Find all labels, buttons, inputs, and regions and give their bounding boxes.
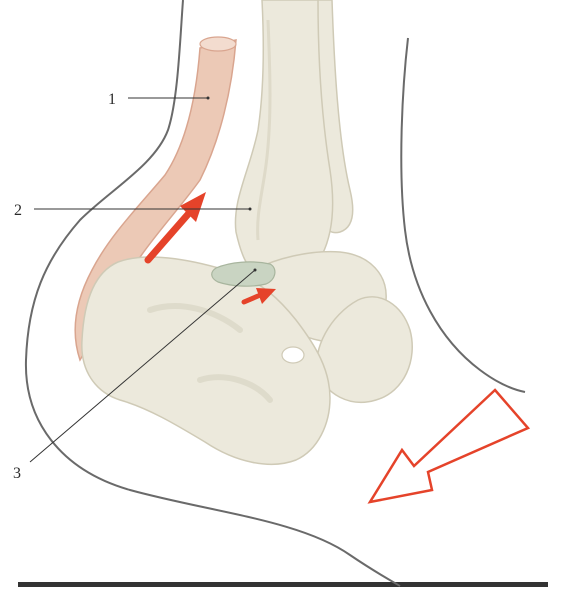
leader-dot-2: [249, 208, 252, 211]
tibia: [235, 0, 332, 284]
leader-dot-1: [207, 97, 210, 100]
label-3: 3: [13, 466, 21, 482]
sinus-tarsi: [282, 347, 304, 363]
plantarflexion-arrow: [370, 390, 528, 502]
ground-line: [18, 582, 548, 587]
leader-dot-3: [254, 269, 257, 272]
posterior-talus-process: [212, 262, 275, 286]
skin-outline-anterior: [401, 38, 525, 392]
achilles-tendon-top: [200, 37, 236, 51]
label-1: 1: [108, 92, 116, 108]
label-2: 2: [14, 203, 22, 219]
